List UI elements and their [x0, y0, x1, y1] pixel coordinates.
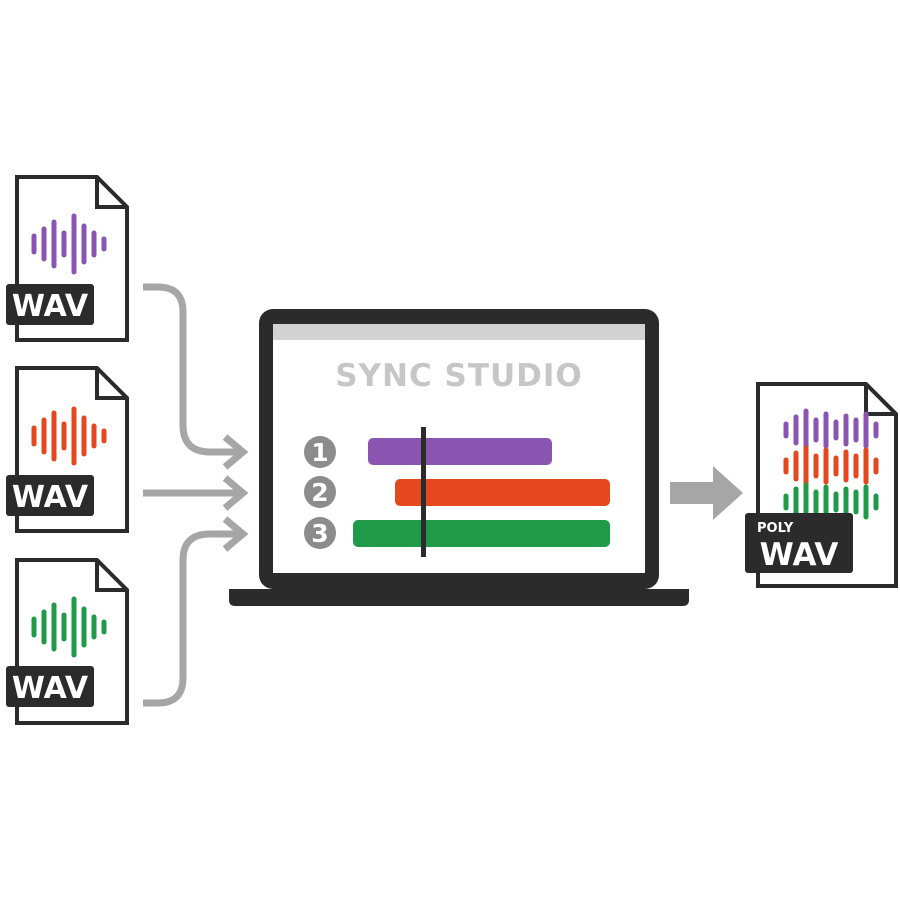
wav-label: WAV	[12, 671, 89, 706]
waveform-icon	[783, 408, 879, 452]
poly-label: POLY	[757, 521, 794, 536]
waveform-icon	[31, 213, 107, 275]
input-connector-arrows	[143, 283, 238, 707]
output-arrow-icon	[670, 466, 743, 520]
connector-arrow-3	[143, 530, 238, 707]
file-corner-fold	[95, 368, 127, 400]
laptop-base	[229, 589, 689, 606]
file-corner-fold	[95, 560, 127, 592]
input-wav-file-3: WAV	[6, 558, 129, 725]
waveform-icon	[31, 596, 107, 658]
display-top-bar	[273, 324, 645, 340]
arrowhead-icon	[222, 516, 249, 552]
track-bar-3	[353, 520, 610, 547]
output-poly-wav-file: POLY WAV	[745, 382, 898, 588]
track-number-3: 3	[311, 519, 328, 548]
waveform-icon	[783, 482, 879, 522]
track-bar-2	[395, 479, 610, 506]
wav-badge	[6, 284, 94, 325]
laptop: SYNC STUDIO 1 2 3	[229, 309, 689, 606]
track-number-badge-2: 2	[304, 476, 336, 508]
track-number-badge-1: 1	[304, 436, 336, 468]
sync-playhead	[421, 427, 426, 557]
wav-label: WAV	[760, 537, 839, 573]
file-corner-fold	[95, 177, 127, 209]
poly-wav-badge	[745, 513, 853, 573]
wav-label: WAV	[12, 480, 89, 515]
wav-badge	[6, 666, 94, 707]
connector-arrow-1	[143, 283, 238, 456]
track-number-badge-3: 3	[304, 517, 336, 549]
track-bar-1	[368, 438, 552, 465]
waveform-icon	[783, 445, 879, 487]
app-title: SYNC STUDIO	[335, 358, 583, 394]
arrowhead-icon	[222, 434, 249, 470]
arrowhead-icon	[222, 475, 249, 511]
input-wav-file-2: WAV	[6, 366, 129, 533]
track-number-1: 1	[311, 438, 328, 467]
track-number-2: 2	[311, 478, 328, 507]
input-wav-file-1: WAV	[6, 175, 129, 342]
connector-arrowheads	[222, 434, 249, 552]
wav-label: WAV	[12, 289, 89, 324]
waveform-icon	[31, 406, 107, 466]
wav-badge	[6, 475, 94, 516]
